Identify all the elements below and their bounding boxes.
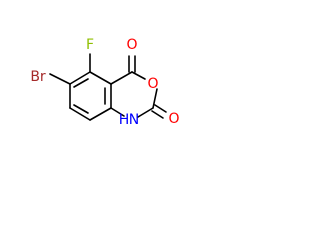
bond-o-ring-c2 [152,88,158,109]
structure-canvas: Br F O O O H N [30,37,180,128]
atom-ring-oxygen-label: O [147,76,158,92]
atom-bromine-label: Br [30,69,46,85]
bond-c2-o-bottom-a [154,104,167,113]
bond-c4-o-ring [131,71,146,80]
bond-c8-c7-inner [73,104,89,114]
bond-c8a-c8 [89,107,112,121]
bond-c2-n [137,107,154,118]
bond-n-c8a [110,107,125,117]
bond-c8-c7 [69,107,91,121]
bond-c2-o-bottom-b [151,110,164,119]
bond-c5-c4a [89,71,112,85]
bond-c6-c5-inner [73,78,89,88]
atom-oxygen-bottom-label: O [168,111,179,127]
bond-c4a-c4 [110,71,133,85]
bond-c6-br [49,73,71,85]
atom-oxygen-top-label: O [126,37,137,53]
bond-c6-c5 [69,71,91,85]
atom-fluorine-label: F [86,37,94,53]
molecule-diagram: Br F O O O H N [30,37,179,128]
atom-nitrogen-label: N [129,112,139,128]
atom-nitrogen-h-label: H [119,112,130,128]
